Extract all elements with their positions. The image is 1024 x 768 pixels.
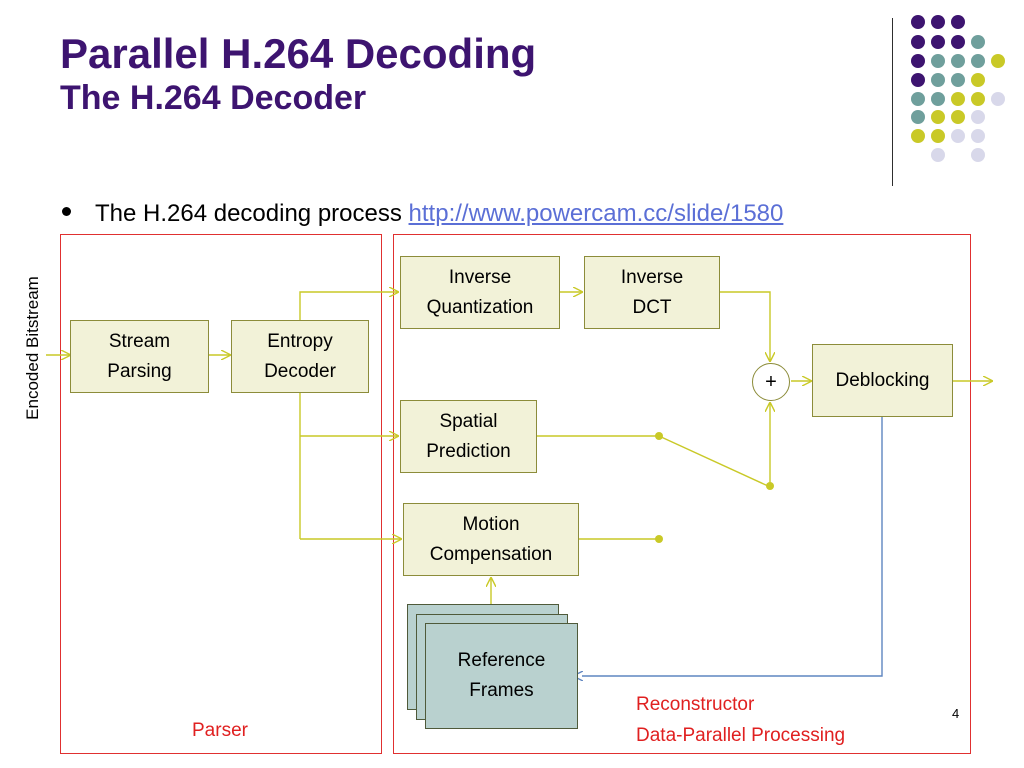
decorative-dot xyxy=(991,92,1005,106)
wire-idct-to-sum xyxy=(720,291,770,361)
decorative-dot xyxy=(931,15,945,29)
decorative-dot xyxy=(931,129,945,143)
decorative-dot xyxy=(971,148,985,162)
slide-link[interactable]: http://www.powercam.cc/slide/1580 xyxy=(408,200,784,227)
parser-panel xyxy=(60,234,382,754)
wire-entropy-to-iq xyxy=(299,292,398,320)
spatial-prediction-node: Spatial Prediction xyxy=(400,400,537,473)
decorative-dot xyxy=(931,110,945,124)
decorative-dot xyxy=(931,54,945,68)
reconstructor-label: Reconstructor xyxy=(636,694,755,715)
decorative-dot xyxy=(911,35,925,49)
motion-compensation-node: Motion Compensation xyxy=(403,503,579,576)
decorative-dot xyxy=(951,35,965,49)
decorative-dot-grid xyxy=(911,15,1005,162)
decorative-dot xyxy=(931,73,945,87)
title-line-1: Parallel H.264 Decoding xyxy=(60,30,537,77)
decorative-dot xyxy=(951,54,965,68)
decorative-dot xyxy=(911,54,925,68)
motion-contact-dot xyxy=(655,535,663,543)
decorative-dot xyxy=(931,92,945,106)
decorative-dot xyxy=(971,110,985,124)
prediction-switch xyxy=(658,435,769,487)
entropy-decoder-node: Entropy Decoder xyxy=(231,320,369,393)
bullet-dot-icon xyxy=(62,207,71,217)
decorative-dot xyxy=(971,35,985,49)
decorative-dot xyxy=(911,92,925,106)
bullet-text: The H.264 decoding process xyxy=(95,200,409,227)
decorative-dot xyxy=(911,15,925,29)
title-divider xyxy=(892,18,893,186)
decorative-dot xyxy=(931,148,945,162)
decorative-dot xyxy=(971,92,985,106)
inverse-quantization-node: Inverse Quantization xyxy=(400,256,560,329)
sum-node: + xyxy=(752,363,790,401)
decorative-dot xyxy=(911,110,925,124)
reference-frames-node: Reference Frames xyxy=(425,623,578,729)
title-line-2: The H.264 Decoder xyxy=(60,79,367,117)
spatial-contact-dot xyxy=(655,432,663,440)
decorative-dot xyxy=(991,54,1005,68)
decorative-dot xyxy=(971,54,985,68)
decorative-dot xyxy=(951,110,965,124)
switch-pivot-dot xyxy=(766,482,774,490)
reconstructor-panel xyxy=(393,234,971,754)
page-number: 4 xyxy=(952,706,960,721)
decorative-dot xyxy=(971,129,985,143)
decorative-dot xyxy=(951,92,965,106)
parser-label: Parser xyxy=(192,720,248,741)
inverse-dct-node: Inverse DCT xyxy=(584,256,720,329)
decorative-dot xyxy=(951,15,965,29)
slide-title: Parallel H.264 Decoding The H.264 Decode… xyxy=(60,30,536,118)
decorative-dot xyxy=(951,129,965,143)
decorative-dot xyxy=(971,73,985,87)
decorative-dot xyxy=(931,35,945,49)
wire-deblocking-to-reference xyxy=(582,417,883,676)
bullet-item: The H.264 decoding process http://www.po… xyxy=(62,200,783,228)
decorative-dot xyxy=(951,73,965,87)
data-parallel-label: Data-Parallel Processing xyxy=(636,725,846,746)
decorative-dot xyxy=(911,73,925,87)
stream-parsing-node: Stream Parsing xyxy=(70,320,209,393)
decorative-dot xyxy=(911,129,925,143)
deblocking-node: Deblocking xyxy=(812,344,953,417)
